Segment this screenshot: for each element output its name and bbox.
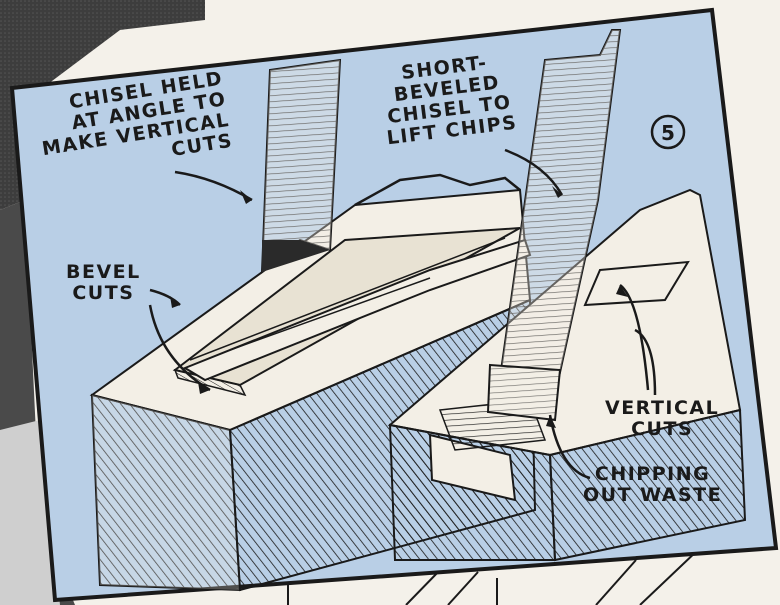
label-short-beveled: SHORT- BEVELED CHISEL TO LIFT CHIPS	[378, 50, 519, 149]
figure-number: 5	[661, 121, 675, 145]
label-bevel-cuts-line1: BEVEL	[66, 262, 141, 283]
label-bevel-cuts: BEVEL CUTS	[66, 262, 141, 304]
label-vertical-cuts-line1: VERTICAL	[605, 398, 719, 419]
label-vertical-cuts: VERTICAL CUTS	[605, 398, 719, 440]
label-bevel-cuts-line2: CUTS	[66, 283, 141, 304]
label-chipping-line1: CHIPPING	[583, 464, 722, 485]
vertical-chisel	[262, 60, 340, 272]
label-chipping-waste: CHIPPING OUT WASTE	[583, 464, 722, 506]
label-chipping-line2: OUT WASTE	[583, 485, 722, 506]
label-vertical-cuts-line2: CUTS	[605, 419, 719, 440]
